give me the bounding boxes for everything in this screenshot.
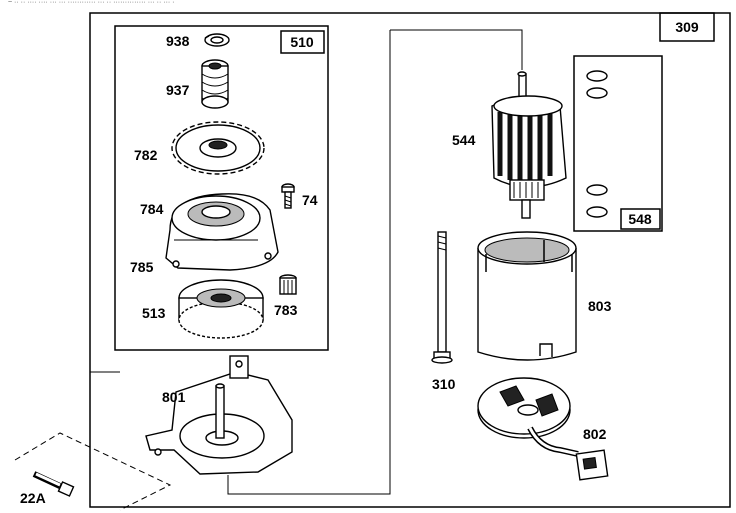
- spring-part: [201, 59, 229, 109]
- assembly-group-line: [227, 30, 391, 495]
- label-937: 937: [166, 82, 190, 98]
- header-strip: ~ ·· ·· ···· ···· ··· ··· ············ ·…: [8, 0, 175, 6]
- bolt-dashed-outline: [14, 432, 172, 511]
- label-801: 801: [162, 389, 186, 405]
- label-784: 784: [140, 201, 164, 217]
- motor-frame-part: [477, 231, 577, 361]
- label-803: 803: [588, 298, 612, 314]
- brush-plate-part: [477, 377, 609, 481]
- label-74: 74: [302, 192, 318, 208]
- label-802: 802: [583, 426, 607, 442]
- assembly-number-box: [659, 12, 715, 42]
- bolt-part: [32, 471, 75, 497]
- drive-kit-box: [114, 25, 329, 351]
- armature-leader-line: [390, 29, 523, 70]
- retaining-ring-part: [204, 33, 230, 47]
- drive-housing-part: [165, 193, 279, 271]
- label-783: 783: [274, 302, 298, 318]
- label-544: 544: [452, 132, 476, 148]
- washer-set-part: [586, 70, 608, 218]
- main-assembly-frame: [89, 12, 731, 508]
- drive-kit-number-box: [280, 30, 325, 54]
- nut-part: [279, 274, 297, 295]
- drive-kit-number-label: 510: [290, 34, 314, 50]
- label-310: 310: [432, 376, 456, 392]
- label-513: 513: [142, 305, 166, 321]
- assembly-number-label: 309: [675, 19, 699, 35]
- washer-kit-number-box: [620, 208, 661, 230]
- end-cap-part: [145, 355, 293, 475]
- label-22a: 22A: [20, 490, 46, 506]
- armature-part: [491, 71, 567, 219]
- label-785: 785: [130, 259, 154, 275]
- screw-part: [281, 183, 295, 209]
- pinion-gear-part: [171, 121, 265, 175]
- label-782: 782: [134, 147, 158, 163]
- label-938: 938: [166, 33, 190, 49]
- clutch-part: [178, 279, 264, 339]
- washer-kit-box: [573, 55, 663, 232]
- through-bolt-part: [431, 231, 453, 364]
- washer-kit-number-label: 548: [628, 211, 652, 227]
